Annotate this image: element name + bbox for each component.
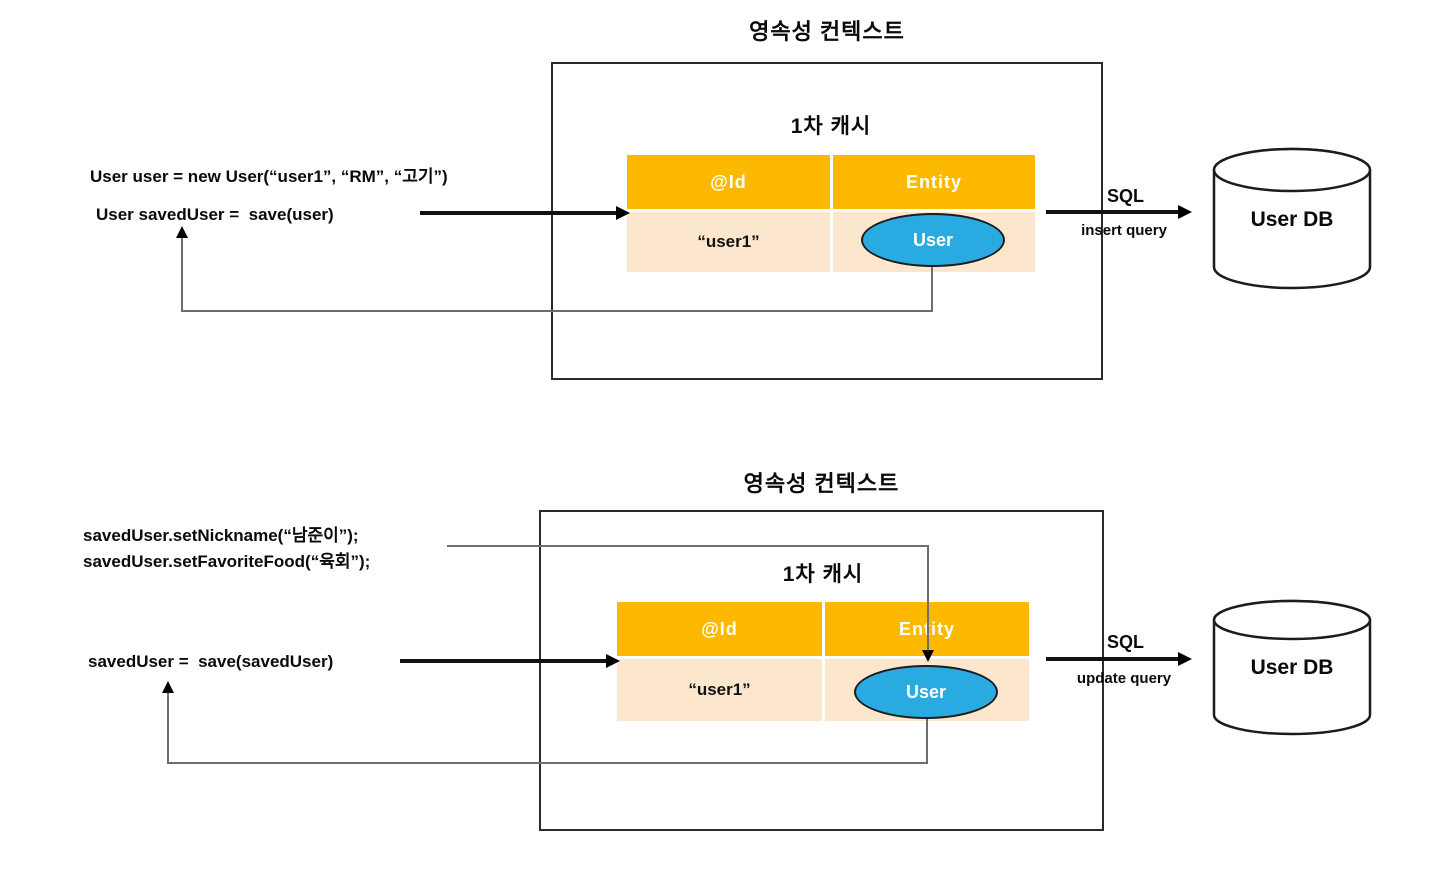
- table-header-id: @Id: [627, 155, 830, 209]
- user-entity-label-2: User: [905, 681, 947, 702]
- user-entity-ellipse: User: [861, 213, 1005, 267]
- update-query-label: update query: [1076, 670, 1172, 687]
- setter-line-horizontal: [447, 545, 929, 547]
- user-db-label-2: User DB: [1250, 656, 1334, 679]
- cylinder-icon: [1212, 147, 1372, 290]
- persistence-context-title-2: 영속성 컨텍스트: [743, 471, 900, 496]
- table-cell-id-value-2: “user1”: [617, 659, 822, 721]
- sql-label-2: SQL: [1107, 632, 1145, 652]
- setter-arrow-head: [922, 650, 934, 662]
- save-arrow-head-2: [606, 654, 620, 668]
- save-arrow-line: [420, 211, 618, 215]
- code-set-favorite-food: savedUser.setFavoriteFood(“육회”);: [83, 552, 371, 571]
- table-header-entity: Entity: [833, 155, 1035, 209]
- first-level-cache-title: 1차 캐시: [790, 115, 872, 138]
- persistence-context-title: 영속성 컨텍스트: [749, 19, 905, 44]
- return-arrow-head: [176, 226, 188, 238]
- return-line-vertical-right-2: [926, 719, 928, 764]
- table-cell-id-value: “user1”: [627, 212, 830, 272]
- sql-label: SQL: [1107, 186, 1145, 206]
- setter-line-vertical: [927, 545, 929, 651]
- save-arrow-line-2: [400, 659, 608, 663]
- sql-arrow-head: [1178, 205, 1192, 219]
- code-save-saved-user: savedUser = save(savedUser): [88, 652, 334, 671]
- sql-arrow-line-2: [1046, 657, 1180, 661]
- first-level-cache-title-2: 1차 캐시: [782, 563, 864, 586]
- return-line-vertical-left-2: [167, 691, 169, 764]
- user-entity-ellipse-2: User: [854, 665, 998, 719]
- persistence-context-box: [551, 62, 1103, 380]
- insert-query-label: insert query: [1081, 222, 1167, 239]
- user-db-cylinder-2: [1211, 598, 1373, 743]
- user-entity-label: User: [912, 229, 954, 250]
- user-db-label: User DB: [1250, 208, 1334, 231]
- return-line-vertical-left: [181, 236, 183, 312]
- sql-arrow-line: [1046, 210, 1180, 214]
- save-arrow-head: [616, 206, 630, 220]
- sql-arrow-head-2: [1178, 652, 1192, 666]
- persistence-context-box-2: [539, 510, 1104, 831]
- user-db-cylinder: [1211, 146, 1373, 297]
- return-line-horizontal-2: [167, 762, 928, 764]
- code-set-nickname: savedUser.setNickname(“남준이”);: [83, 526, 359, 545]
- return-line-vertical-right: [931, 267, 933, 312]
- code-save-user: User savedUser = save(user): [96, 205, 334, 224]
- code-new-user: User user = new User(“user1”, “RM”, “고기”…: [90, 167, 448, 186]
- return-line-horizontal: [181, 310, 933, 312]
- cylinder-icon-2: [1212, 599, 1372, 736]
- return-arrow-head-2: [162, 681, 174, 693]
- table-header-id-2: @Id: [617, 602, 822, 656]
